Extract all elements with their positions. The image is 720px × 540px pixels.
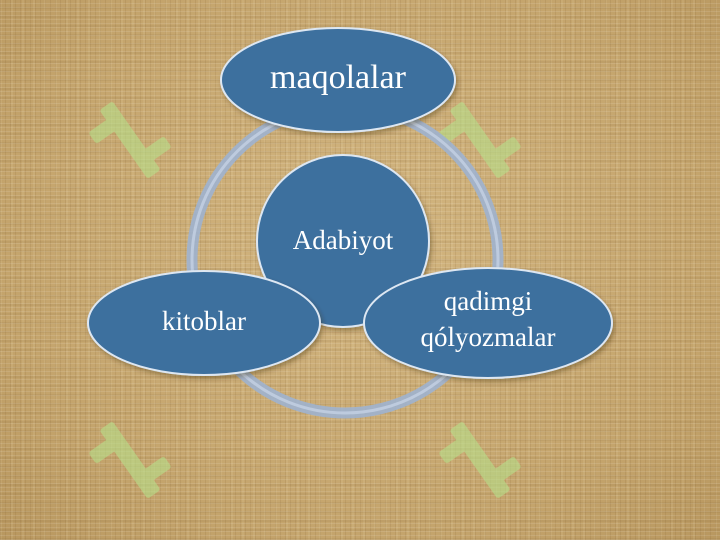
node-left-label: kitoblar [162, 306, 246, 336]
node-top [220, 27, 456, 133]
node-top-label: maqolalar [270, 59, 407, 96]
watermark-logo [89, 102, 171, 178]
center-node [256, 154, 430, 328]
node-right [363, 267, 613, 379]
node-left-shape [87, 270, 321, 376]
node-right-shape [363, 267, 613, 379]
node-top-shape [220, 27, 456, 133]
node-right-label-line1: qadimgi [444, 286, 533, 316]
watermark-logo [439, 422, 521, 498]
center-node-shape [256, 154, 430, 328]
center-node-label: Adabiyot [293, 225, 394, 255]
watermark-logo [89, 422, 171, 498]
watermark-logo [439, 102, 521, 178]
node-left [87, 270, 321, 376]
node-right-label-line2: qólyozmalar [421, 322, 556, 352]
